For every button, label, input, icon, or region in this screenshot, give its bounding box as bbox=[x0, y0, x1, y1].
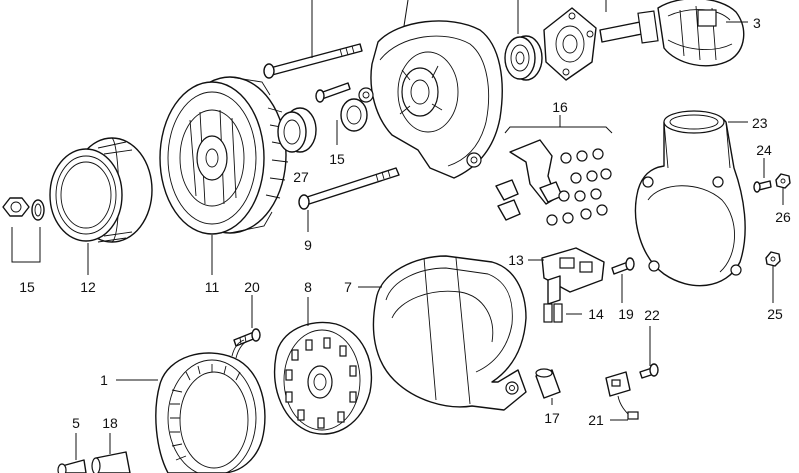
part-bushing-5 bbox=[57, 459, 87, 473]
label-12: 12 bbox=[80, 279, 96, 295]
part-rotor bbox=[599, 0, 745, 67]
part-cover-plate bbox=[543, 7, 597, 81]
label-20: 20 bbox=[244, 279, 260, 295]
part-drive-end-housing bbox=[358, 20, 503, 179]
label-16: 16 bbox=[552, 99, 568, 115]
label-19: 19 bbox=[618, 306, 634, 322]
diode-pins bbox=[285, 337, 357, 429]
part-nut-25 bbox=[765, 251, 781, 267]
part-slip-ring-housing bbox=[372, 255, 527, 411]
label-7: 7 bbox=[344, 279, 352, 295]
label-24: 24 bbox=[756, 142, 772, 158]
part-rectifier bbox=[274, 321, 372, 435]
callout-labels: 3 16 23 24 26 15 27 9 15 12 11 20 8 7 13… bbox=[19, 15, 791, 431]
part-pulley bbox=[49, 137, 153, 243]
part-sleeve-18 bbox=[91, 451, 131, 473]
part-regulator bbox=[541, 247, 605, 305]
part-bearing-ring bbox=[340, 98, 368, 132]
label-3: 3 bbox=[753, 15, 761, 31]
part-spacer-27 bbox=[277, 107, 317, 153]
part-sleeve bbox=[535, 368, 561, 399]
label-23: 23 bbox=[752, 115, 768, 131]
label-5: 5 bbox=[72, 415, 80, 431]
part-through-bolt-lower bbox=[298, 167, 400, 210]
part-sensor-21 bbox=[605, 371, 639, 420]
label-8: 8 bbox=[304, 279, 312, 295]
part-fan bbox=[159, 76, 289, 235]
label-18: 18 bbox=[102, 415, 118, 431]
part-regulator-hardware bbox=[495, 139, 612, 226]
label-11: 11 bbox=[205, 279, 220, 295]
part-screw-19 bbox=[611, 257, 635, 275]
label-22: 22 bbox=[644, 307, 660, 323]
part-nut bbox=[2, 197, 45, 221]
leader-top-2 bbox=[403, 0, 409, 27]
label-27: 27 bbox=[293, 169, 309, 185]
part-nut-26 bbox=[775, 173, 791, 189]
label-17: 17 bbox=[544, 410, 560, 426]
label-9: 9 bbox=[304, 237, 312, 253]
part-screw-22 bbox=[639, 363, 659, 379]
part-brush-pair bbox=[543, 303, 563, 323]
label-13: 13 bbox=[508, 252, 524, 268]
label-15-left: 15 bbox=[19, 279, 35, 295]
label-14: 14 bbox=[588, 306, 604, 322]
part-screw-15 bbox=[315, 82, 351, 103]
label-21: 21 bbox=[588, 412, 604, 428]
leader-15-left bbox=[11, 227, 41, 263]
leader-16-bracket bbox=[504, 126, 613, 134]
label-25: 25 bbox=[767, 306, 783, 322]
label-1: 1 bbox=[100, 372, 108, 388]
part-end-cover bbox=[634, 110, 746, 287]
label-15-mid: 15 bbox=[329, 151, 345, 167]
label-26: 26 bbox=[775, 209, 791, 225]
part-screw-24 bbox=[753, 180, 772, 193]
small-fastener-grid bbox=[546, 148, 612, 226]
part-through-bolt-upper bbox=[263, 43, 363, 79]
part-bearing bbox=[504, 35, 543, 81]
part-stator bbox=[155, 339, 266, 473]
